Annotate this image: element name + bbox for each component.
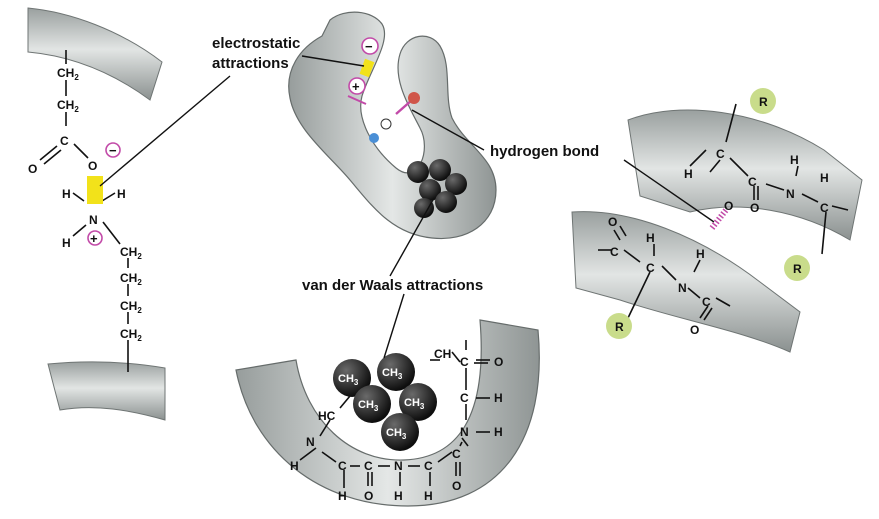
o-b4: O [452, 479, 461, 493]
lower-n1: N [678, 281, 687, 295]
acceptor-atom [408, 92, 420, 104]
n-b: N [394, 459, 403, 473]
upper-o-hb: O [724, 199, 733, 213]
carbonyl-oxygen: O [28, 162, 37, 176]
lower-o2: O [690, 323, 699, 337]
upper-h1: H [684, 167, 693, 181]
ch2-2: CH2 [57, 98, 79, 114]
nitrogen-label: N [89, 213, 98, 227]
upper-n1: N [786, 187, 795, 201]
lower-h-hb: H [696, 247, 705, 261]
minus-sign-center: − [365, 39, 373, 54]
ch2-6: CH2 [120, 327, 142, 343]
hydrogen-bond-label: hydrogen bond [490, 143, 599, 160]
carbon-label: C [60, 134, 69, 148]
o-b2: O [364, 489, 373, 503]
electrostatic-label-line1: electrostatic [212, 35, 300, 52]
upper-c1: C [716, 147, 725, 161]
lower-c3: C [702, 295, 711, 309]
ch2-1: CH2 [57, 66, 79, 82]
c-b2: C [364, 459, 373, 473]
hydrogen-atom [381, 119, 391, 129]
c-b3: C [424, 459, 433, 473]
h-right: H [117, 187, 126, 201]
left-molecule-atoms: CH2 CH2 C O O − H H N H + CH2 CH2 CH2 CH… [28, 66, 142, 343]
h-lower: H [62, 236, 71, 250]
ch2-3: CH2 [120, 245, 142, 261]
upper-h3: H [820, 171, 829, 185]
h-right: H [494, 425, 503, 439]
c-b4: C [452, 447, 461, 461]
h-b3: H [424, 489, 433, 503]
ch2-4: CH2 [120, 271, 142, 287]
upper-c3: C [820, 201, 829, 215]
center-fold-ribbon [289, 12, 496, 238]
center-hbond-group [369, 92, 420, 143]
van-der-waals-label: van der Waals attractions [302, 277, 483, 294]
minus-sign-left: − [109, 143, 117, 158]
r-group-1-label: R [759, 95, 768, 109]
lower-o1: O [608, 215, 617, 229]
bottom-methyls: CH3 CH3 CH3 CH3 CH3 [333, 353, 437, 451]
ch2-5: CH2 [120, 299, 142, 315]
c-right-top: C [460, 355, 469, 369]
salt-bridge-left [87, 176, 103, 204]
lower-c1: C [610, 245, 619, 259]
lower-c2: C [646, 261, 655, 275]
h-right-mid: H [494, 391, 503, 405]
ester-oxygen: O [88, 159, 97, 173]
hc-label: HC [318, 409, 336, 423]
donor-atom [369, 133, 379, 143]
h-b: H [394, 489, 403, 503]
n-right: N [460, 425, 469, 439]
left-ribbon-top [28, 8, 162, 100]
upper-h2: H [790, 153, 799, 167]
o-right-top: O [494, 355, 503, 369]
left-ribbon-bottom [48, 362, 165, 420]
left-molecule-bonds [40, 50, 128, 372]
upper-o1: O [750, 201, 759, 215]
electrostatic-label-line2: attractions [212, 55, 289, 72]
lower-h1: H [646, 231, 655, 245]
h-left: H [62, 187, 71, 201]
ch-label: CH [434, 347, 451, 361]
plus-sign-left: + [90, 231, 98, 246]
r-group-2-label: R [793, 262, 802, 276]
h-b1: H [338, 489, 347, 503]
plus-sign-center: + [352, 79, 360, 94]
c-b1: C [338, 459, 347, 473]
c-right-mid: C [460, 391, 469, 405]
upper-c2: C [748, 175, 757, 189]
r-group-3-label: R [615, 320, 624, 334]
n-left: N [306, 435, 315, 449]
h-left-b: H [290, 459, 299, 473]
